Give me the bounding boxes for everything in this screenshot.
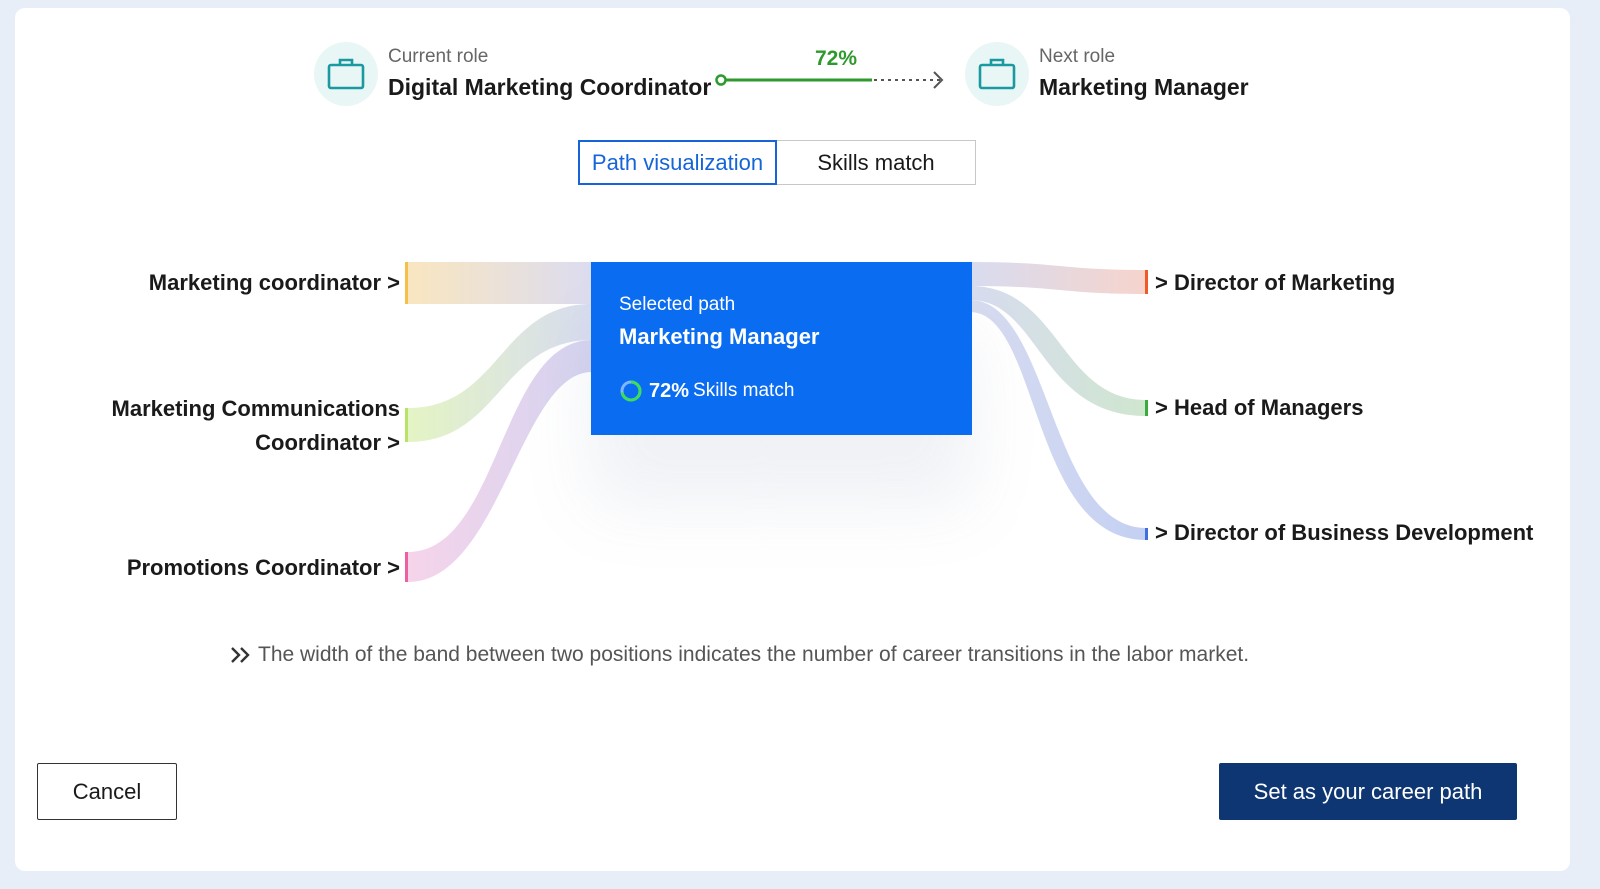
legend-note-text: The width of the band between two positi… xyxy=(258,643,1250,666)
current-role-caption: Current role xyxy=(388,46,489,67)
node-bar-director-of-marketing xyxy=(1145,270,1148,294)
set-career-path-button[interactable]: Set as your career path xyxy=(1219,763,1517,820)
selected-match-percent: 72% xyxy=(649,379,690,402)
node-bar-head-of-managers xyxy=(1145,400,1148,416)
source-marketing-coordinator[interactable]: Marketing coordinator > xyxy=(148,270,400,295)
band-marketing-coordinator xyxy=(408,262,592,304)
double-chevron-right-icon xyxy=(231,647,250,663)
band-director-of-marketing xyxy=(970,262,1146,294)
next-role: Next role Marketing Manager xyxy=(965,42,1249,106)
node-bar-marketing-coordinator xyxy=(405,262,408,304)
cancel-button[interactable]: Cancel xyxy=(37,763,177,820)
node-bar-marketing-communications-coordinator xyxy=(405,408,408,442)
band-director-of-business-development xyxy=(970,300,1146,540)
target-director-of-business-development[interactable]: > Director of Business Development xyxy=(1155,520,1534,545)
briefcase-icon xyxy=(314,42,378,106)
target-director-of-marketing[interactable]: > Director of Marketing xyxy=(1155,270,1396,295)
current-role-name: Digital Marketing Coordinator xyxy=(388,74,712,100)
progress-arrow-icon xyxy=(933,71,944,89)
briefcase-icon xyxy=(965,42,1029,106)
next-role-name: Marketing Manager xyxy=(1039,74,1249,100)
node-bar-director-of-business-development xyxy=(1145,528,1148,540)
selected-path-caption: Selected path xyxy=(619,294,736,315)
band-promotions-coordinator xyxy=(408,340,592,582)
progress-start-dot xyxy=(715,74,727,86)
target-head-of-managers[interactable]: > Head of Managers xyxy=(1155,395,1364,420)
progress-ring-icon xyxy=(620,380,642,402)
legend-note: The width of the band between two positi… xyxy=(230,643,1249,667)
selected-match-label: Skills match xyxy=(693,380,795,401)
selected-path-name: Marketing Manager xyxy=(619,324,820,349)
progress-percent: 72% xyxy=(814,47,858,70)
view-tabs: Path visualization Skills match xyxy=(578,140,976,185)
source-marketing-communications-coordinator[interactable]: Marketing Communications Coordinator > xyxy=(112,392,400,460)
selected-path-card[interactable]: Selected path Marketing Manager 72% Skil… xyxy=(591,262,972,435)
node-bar-promotions-coordinator xyxy=(405,552,408,582)
source-promotions-coordinator[interactable]: Promotions Coordinator > xyxy=(126,555,400,580)
band-marketing-communications-coordinator xyxy=(408,304,592,442)
tab-path-visualization[interactable]: Path visualization xyxy=(578,140,777,185)
source-label-line1: Marketing Communications xyxy=(111,396,400,421)
band-head-of-managers xyxy=(970,286,1146,416)
selected-skills-match: 72% Skills match xyxy=(619,379,794,403)
current-role: Current role Digital Marketing Coordinat… xyxy=(314,42,711,106)
source-label-line2: Coordinator > xyxy=(255,430,400,455)
next-role-caption: Next role xyxy=(1039,46,1116,67)
tab-skills-match[interactable]: Skills match xyxy=(777,140,976,185)
